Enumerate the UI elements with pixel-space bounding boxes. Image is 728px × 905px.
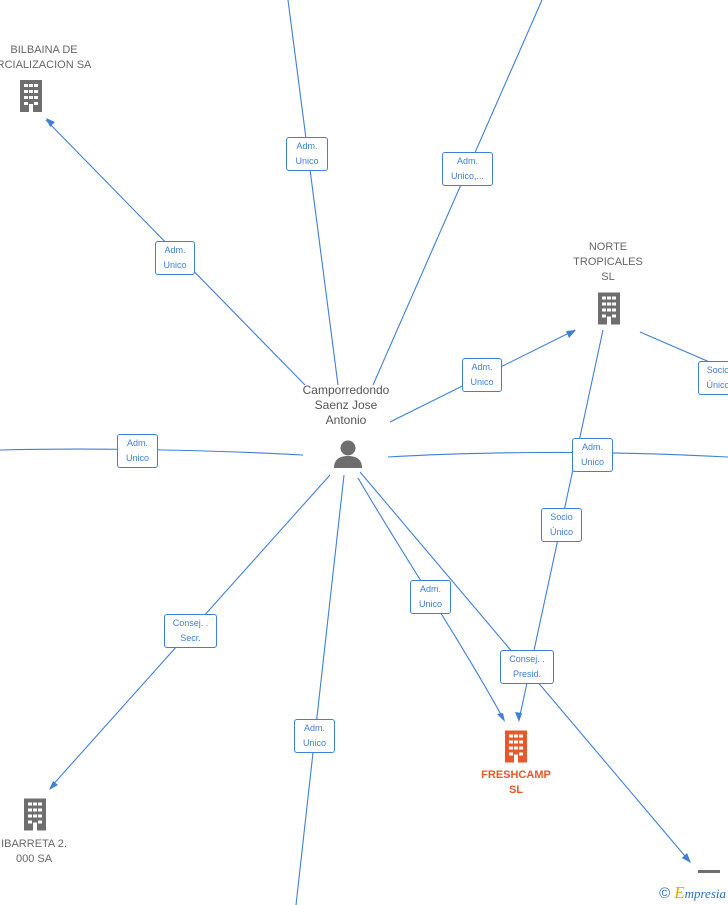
arrow-bottom-right	[682, 853, 691, 863]
edge-top-left	[287, 0, 339, 386]
building-icon[interactable]	[598, 292, 620, 325]
arrow-freshcamp-2	[515, 712, 522, 722]
arrowheads	[46, 118, 691, 863]
node-label-ibarreta[interactable]: IBARRETA 2. 000 SA	[1, 838, 67, 865]
edge-right	[387, 451, 728, 458]
building-icon[interactable]	[24, 798, 46, 831]
relation-label[interactable]: Consej. .Presid.	[500, 650, 554, 684]
person-icon[interactable]	[334, 440, 362, 469]
building-icon[interactable]	[20, 80, 42, 112]
node-label-person[interactable]: Camporredondo Saenz Jose Antonio	[302, 383, 390, 427]
building-icon[interactable]	[505, 730, 527, 763]
relation-label[interactable]: Adm.Unico	[155, 241, 195, 275]
arrow-bilbaina	[46, 118, 55, 127]
node-label-freshcamp[interactable]: FRESHCAMP SL	[481, 769, 551, 796]
relation-label[interactable]: Adm.Unico	[294, 719, 335, 753]
relation-label[interactable]: Consej. .Secr.	[164, 614, 217, 648]
arrow-norte	[566, 330, 576, 338]
relation-label[interactable]: Adm.Unico	[410, 580, 451, 614]
relation-label[interactable]: Adm.Unico,...	[442, 152, 493, 186]
relation-label[interactable]: Adm.Unico	[286, 137, 328, 171]
copyright-icon: ©	[659, 885, 671, 902]
relation-label[interactable]: Adm.Unico	[572, 438, 613, 472]
brand-logo-letter: E	[674, 883, 685, 902]
brand-name: mpresia	[684, 886, 726, 901]
arrow-ibarreta	[49, 781, 58, 790]
edge-left	[0, 448, 304, 456]
edge-bottom	[295, 474, 345, 905]
partial-node-icon[interactable]	[698, 870, 720, 873]
node-label-norte[interactable]: NORTE TROPICALES SL	[573, 241, 643, 283]
arrow-freshcamp-1	[497, 713, 505, 722]
relation-label[interactable]: Adm.Unico	[117, 434, 158, 468]
edge-top-right	[372, 0, 543, 386]
relation-label[interactable]: Adm.Unico	[462, 358, 502, 392]
node-label-bilbaina[interactable]: BILBAINA DE RCIALIZACION SA	[0, 44, 92, 71]
brand-watermark: ©Empresia	[659, 883, 726, 903]
